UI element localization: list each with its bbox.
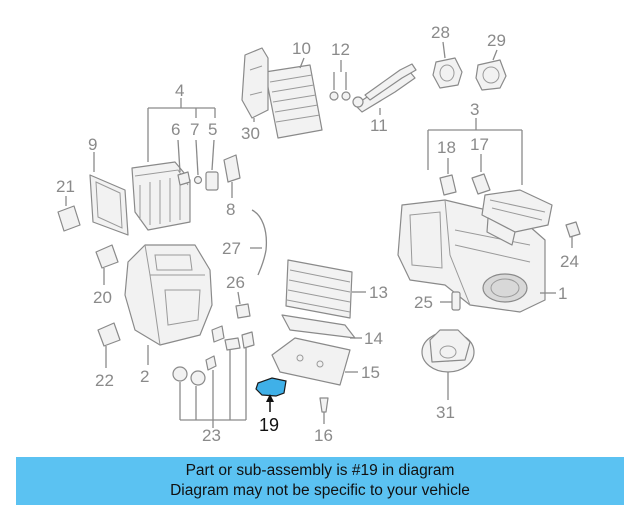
- callout-11: 11: [370, 116, 388, 135]
- banner-line-disclaimer: Diagram may not be specific to your vehi…: [170, 482, 470, 499]
- part-17-bracket: [471, 173, 491, 195]
- part-11-ac-line: [352, 63, 417, 113]
- callout-2: 2: [140, 367, 149, 386]
- callout-24: 24: [560, 252, 579, 271]
- part-2-evaporator-housing: [124, 244, 213, 346]
- callout-labels: 1 2 3 4 5 6 7 8 9 10 11 12 13 14 15 16 1…: [56, 23, 579, 445]
- part-22-bracket: [97, 322, 121, 347]
- part-30-seal: [241, 47, 269, 119]
- callout-30: 30: [241, 124, 260, 143]
- callout-27: 27: [222, 239, 241, 258]
- callout-7: 7: [190, 120, 199, 139]
- part-26-actuator: [235, 303, 251, 319]
- banner-line-part: Part or sub-assembly is #19 in diagram: [185, 462, 455, 479]
- callout-16: 16: [314, 426, 333, 445]
- callout-4: 4: [175, 81, 184, 100]
- part-21-bracket: [57, 205, 81, 232]
- callout-9: 9: [88, 135, 97, 154]
- part-28-gasket: [432, 57, 463, 89]
- callout-15: 15: [361, 363, 380, 382]
- callout-3: 3: [470, 100, 479, 119]
- callout-19: 19: [259, 415, 279, 435]
- part-23-seal-kit: [172, 325, 255, 386]
- part-14-cover: [281, 314, 356, 339]
- callout-21: 21: [56, 177, 75, 196]
- part-27-hose: [251, 209, 268, 276]
- callout-28: 28: [431, 23, 450, 42]
- callout-23: 23: [202, 426, 221, 445]
- part-12-clips: [329, 91, 351, 101]
- callout-18: 18: [437, 138, 456, 157]
- callout-17: 17: [470, 135, 489, 154]
- part-13-cabin-filter: [285, 259, 353, 319]
- callout-1: 1: [558, 284, 567, 303]
- part-5-actuator: [205, 171, 219, 191]
- part-18-bracket: [439, 174, 457, 196]
- part-9-filter-frame: [89, 174, 129, 236]
- part-7-clip: [193, 175, 203, 185]
- part-31-blower-motor: [421, 329, 475, 373]
- part-10-evaporator-core: [264, 64, 323, 139]
- part-8-actuator: [223, 154, 241, 183]
- callout-12: 12: [331, 40, 350, 59]
- part-29-gasket: [475, 59, 507, 91]
- callout-22: 22: [95, 371, 114, 390]
- callout-6: 6: [171, 120, 180, 139]
- callout-5: 5: [208, 120, 217, 139]
- leader-lines: [65, 41, 573, 428]
- part-4-heater-core: [131, 161, 191, 231]
- callout-20: 20: [93, 288, 112, 307]
- arrow-19: [266, 394, 274, 402]
- part-19-highlighted: [255, 377, 287, 397]
- info-banner: Part or sub-assembly is #19 in diagram D…: [16, 457, 624, 505]
- part-24-clip: [565, 221, 581, 238]
- part-15-tray: [271, 337, 351, 386]
- parts-diagram: 1 2 3 4 5 6 7 8 9 10 11 12 13 14 15 16 1…: [56, 23, 581, 445]
- part-25-sensor: [451, 291, 461, 311]
- callout-8: 8: [226, 200, 235, 219]
- callout-29: 29: [487, 31, 506, 50]
- part-3-flap-assembly: [481, 189, 553, 246]
- callout-31: 31: [436, 403, 455, 422]
- callout-26: 26: [226, 273, 245, 292]
- part-6-sensor: [177, 171, 191, 186]
- callout-25: 25: [414, 293, 433, 312]
- part-16-screw: [319, 397, 329, 413]
- callout-13: 13: [369, 283, 388, 302]
- callout-14: 14: [364, 329, 383, 348]
- part-20-bracket: [95, 244, 119, 269]
- callout-10: 10: [292, 39, 311, 58]
